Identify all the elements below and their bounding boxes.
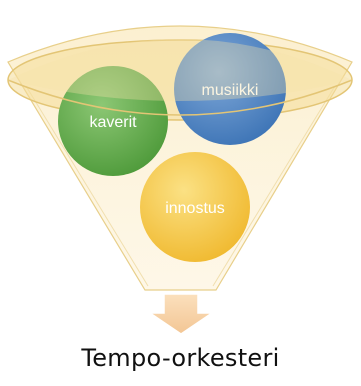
circle-innostus-shape (140, 152, 250, 262)
funnel-rim-front (7, 79, 353, 116)
circle-innostus-label: innostus (165, 200, 225, 217)
circle-kaverit-label: kaverit (89, 114, 137, 131)
diagram-caption: Tempo-orkesteri (81, 344, 280, 372)
circle-kaverit-shape (58, 66, 168, 176)
circle-musiikki-label: musiikki (202, 82, 259, 99)
circle-kaverit: kaverit (58, 66, 168, 176)
down-arrow-icon (147, 293, 215, 335)
circle-innostus: innostus (140, 152, 250, 262)
circle-musiikki: musiikki (174, 33, 286, 145)
funnel-inner-edge (25, 85, 336, 287)
circle-musiikki-shape (174, 33, 286, 145)
funnel-rim-front-fill (8, 39, 352, 101)
